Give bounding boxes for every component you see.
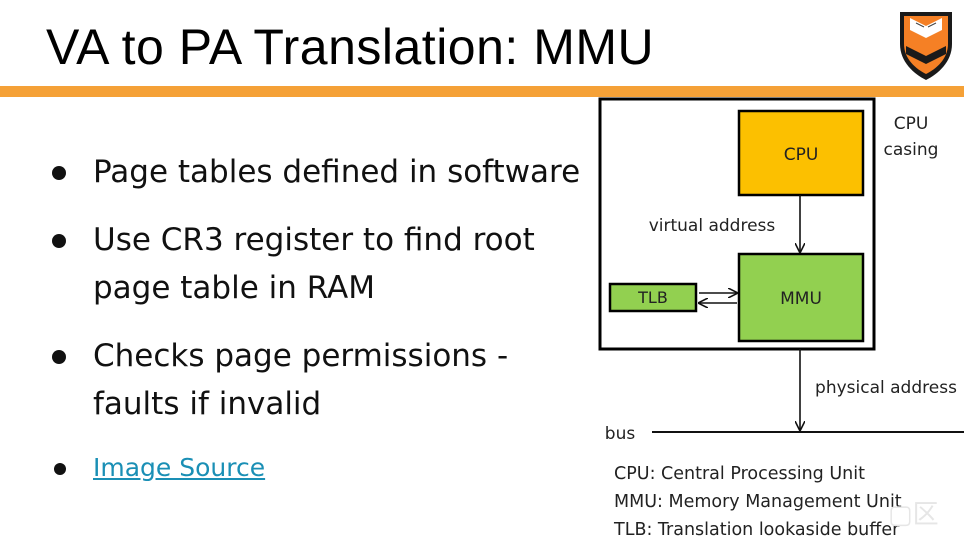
virtual-address-label: virtual address	[649, 216, 776, 236]
bullet-item: Checks page permissions - faults if inva…	[48, 332, 598, 428]
cpu-box	[737, 109, 865, 197]
bullet-dot-icon	[52, 350, 66, 364]
watermark-icon: ▢区	[888, 500, 939, 530]
casing-label-line2: casing	[884, 140, 939, 160]
tlb-box-label: TLB	[637, 288, 668, 307]
bullet-dot-icon	[52, 234, 66, 248]
bullet-dot-icon	[52, 166, 66, 180]
cpu-box-label: CPU	[784, 145, 819, 165]
princeton-shield-logo	[900, 12, 952, 80]
tlb-box	[608, 282, 698, 313]
image-source-link[interactable]: Image Source	[93, 453, 266, 482]
mmu-box	[737, 252, 865, 343]
mmu-diagram: CPU casing CPU virtual address MMU TLB p…	[598, 97, 964, 444]
bus-label: bus	[605, 424, 636, 444]
legend-tlb: TLB: Translation lookaside buffer	[614, 520, 900, 540]
casing-label-line1: CPU	[894, 114, 929, 134]
slide-title: VA to PA Translation: MMU	[46, 19, 655, 75]
cpu-casing-box	[598, 97, 876, 351]
header-accent-rule	[0, 86, 964, 97]
bullet-item-link: Image Source	[48, 448, 598, 488]
bullet-list: Page tables defined in software Use CR3 …	[48, 148, 598, 508]
bullet-item: Use CR3 register to find root page table…	[48, 216, 598, 312]
bullet-item: Page tables defined in software	[48, 148, 598, 196]
mmu-box-label: MMU	[780, 289, 822, 309]
bullet-text: Page tables defined in software	[93, 154, 581, 190]
bullet-text: Use CR3 register to find root page table…	[93, 222, 535, 306]
bullet-text: Checks page permissions - faults if inva…	[93, 338, 509, 422]
slide-header: VA to PA Translation: MMU	[0, 0, 964, 86]
bullet-dot-icon	[54, 463, 66, 475]
physical-address-label: physical address	[815, 378, 957, 398]
legend-mmu: MMU: Memory Management Unit	[614, 492, 902, 512]
legend-cpu: CPU: Central Processing Unit	[614, 464, 865, 484]
